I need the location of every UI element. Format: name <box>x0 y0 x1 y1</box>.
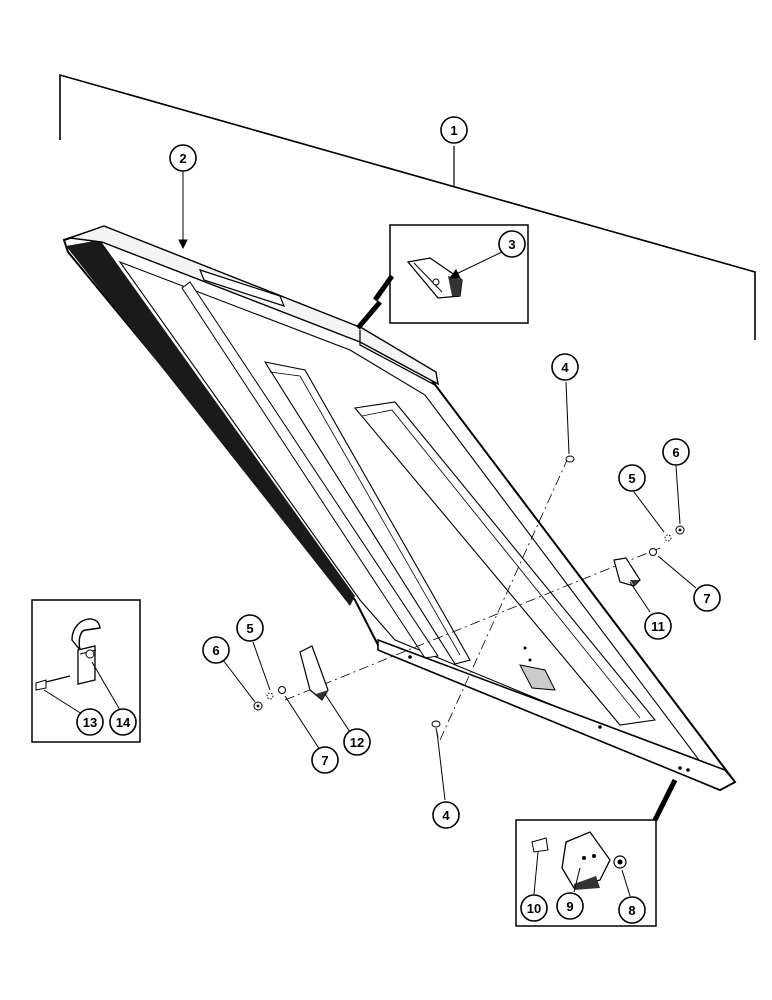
callout-6-right: 6 <box>662 438 690 466</box>
callout-8: 8 <box>618 896 646 924</box>
svg-text:3: 3 <box>508 237 515 252</box>
svg-text:14: 14 <box>116 715 131 730</box>
callout-13: 13 <box>76 708 104 736</box>
callout-7-right: 7 <box>693 584 721 612</box>
svg-text:7: 7 <box>321 753 328 768</box>
svg-text:8: 8 <box>628 903 635 918</box>
callout-12: 12 <box>343 728 371 756</box>
svg-text:1: 1 <box>450 123 457 138</box>
assembly-bracket <box>59 73 756 340</box>
callout-5-right: 5 <box>618 464 646 492</box>
callout-2: 2 <box>169 144 197 172</box>
callout-1: 1 <box>440 116 468 144</box>
callout-3: 3 <box>498 230 526 258</box>
callout-5-left: 5 <box>236 614 264 642</box>
svg-text:11: 11 <box>651 619 665 634</box>
svg-text:4: 4 <box>561 360 569 375</box>
svg-text:7: 7 <box>703 591 710 606</box>
svg-text:10: 10 <box>527 901 541 916</box>
callout-14: 14 <box>109 708 137 736</box>
svg-text:5: 5 <box>628 471 635 486</box>
svg-text:9: 9 <box>566 899 573 914</box>
callout-9: 9 <box>556 892 584 920</box>
svg-text:4: 4 <box>442 808 450 823</box>
roof-panel <box>62 225 737 792</box>
callout-7-left: 7 <box>311 746 339 774</box>
callout-10: 10 <box>520 894 548 922</box>
svg-text:12: 12 <box>350 735 364 750</box>
callout-4-upper: 4 <box>551 353 579 381</box>
callout-4-lower: 4 <box>432 801 460 829</box>
callout-6-left: 6 <box>202 636 230 664</box>
inset-item-3 <box>356 224 529 330</box>
hardware-parts <box>253 455 685 739</box>
svg-text:2: 2 <box>179 151 186 166</box>
svg-text:13: 13 <box>83 715 97 730</box>
svg-text:6: 6 <box>672 445 679 460</box>
callout-11: 11 <box>644 612 672 640</box>
svg-text:6: 6 <box>212 643 219 658</box>
svg-text:5: 5 <box>246 621 253 636</box>
leader-lines <box>43 172 697 897</box>
